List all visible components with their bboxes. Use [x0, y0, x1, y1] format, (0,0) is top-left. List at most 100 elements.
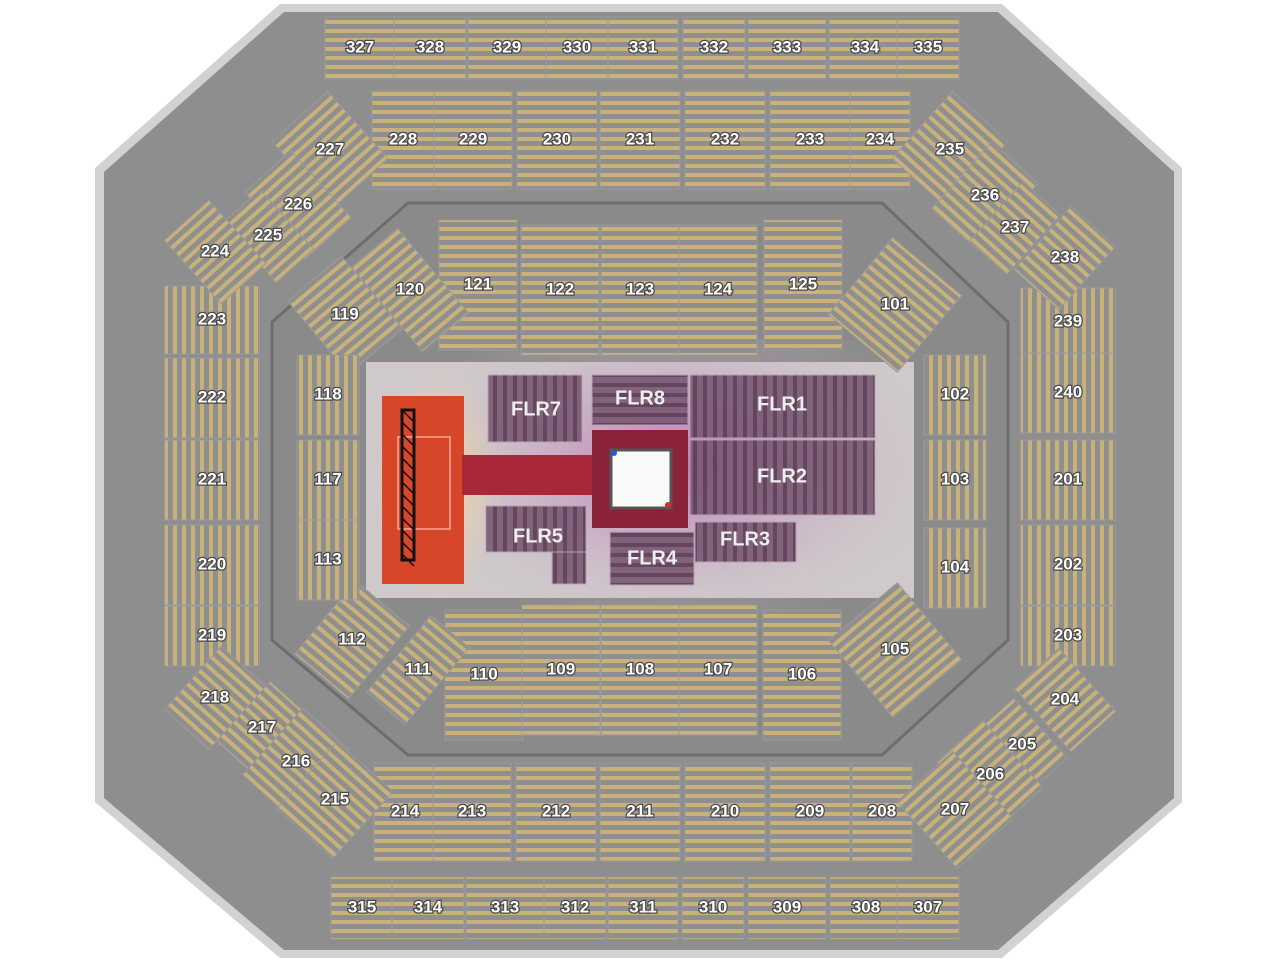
section-206[interactable]: 206 — [936, 720, 1044, 830]
section-205[interactable]: 205 — [975, 697, 1069, 793]
section-201[interactable]: 201 — [1020, 439, 1116, 521]
section-109[interactable]: 109 — [521, 604, 601, 736]
section-label: 210 — [711, 801, 739, 820]
section-102[interactable]: 102 — [923, 354, 987, 436]
section-315[interactable]: 315 — [330, 876, 394, 940]
section-232[interactable]: 232 — [684, 90, 766, 190]
section-229[interactable]: 229 — [433, 90, 513, 190]
section-238[interactable]: 238 — [1013, 205, 1117, 311]
section-112[interactable]: 112 — [293, 580, 411, 700]
section-seats — [1013, 647, 1117, 753]
section-221[interactable]: 221 — [164, 439, 260, 521]
section-seats — [769, 762, 851, 862]
section-313[interactable]: 313 — [465, 876, 545, 940]
section-label: 225 — [254, 225, 282, 244]
section-235[interactable]: 235 — [891, 90, 1009, 210]
section-335[interactable]: 335 — [896, 16, 960, 80]
section-236[interactable]: 236 — [931, 141, 1039, 251]
section-213[interactable]: 213 — [432, 762, 512, 862]
section-flr8[interactable]: FLR8 — [591, 374, 689, 426]
section-327[interactable]: 327 — [324, 16, 396, 80]
section-label: 219 — [198, 625, 226, 644]
section-101[interactable]: 101 — [827, 237, 963, 373]
section-227[interactable]: 227 — [271, 90, 389, 210]
section-110[interactable]: 110 — [444, 609, 524, 741]
section-329[interactable]: 329 — [467, 16, 547, 80]
section-flr3[interactable]: FLR3 — [694, 521, 797, 563]
section-228[interactable]: 228 — [371, 90, 435, 190]
section-314[interactable]: 314 — [391, 876, 465, 940]
section-230[interactable]: 230 — [516, 90, 598, 190]
section-312[interactable]: 312 — [543, 876, 607, 940]
section-104[interactable]: 104 — [923, 527, 987, 609]
section-231[interactable]: 231 — [599, 90, 681, 190]
section-118[interactable]: 118 — [296, 354, 360, 436]
section-210[interactable]: 210 — [684, 762, 766, 862]
section-333[interactable]: 333 — [747, 16, 827, 80]
section-328[interactable]: 328 — [393, 16, 467, 80]
section-226[interactable]: 226 — [244, 150, 352, 260]
section-203[interactable]: 203 — [1020, 605, 1116, 667]
section-122[interactable]: 122 — [520, 224, 600, 356]
section-208[interactable]: 208 — [851, 762, 913, 862]
section-223[interactable]: 223 — [164, 285, 260, 355]
section-220[interactable]: 220 — [164, 524, 260, 606]
section-237[interactable]: 237 — [968, 180, 1062, 276]
section-107[interactable]: 107 — [678, 604, 758, 736]
section-seats — [163, 199, 267, 305]
section-106[interactable]: 106 — [762, 609, 842, 741]
section-334[interactable]: 334 — [828, 16, 902, 80]
section-308[interactable]: 308 — [829, 876, 903, 940]
section-234[interactable]: 234 — [849, 90, 911, 190]
section-label: 332 — [700, 37, 728, 56]
section-105[interactable]: 105 — [827, 582, 963, 718]
section-flr1[interactable]: FLR1 — [689, 374, 876, 439]
section-111[interactable]: 111 — [366, 614, 470, 726]
section-202[interactable]: 202 — [1020, 524, 1116, 606]
section-flr7[interactable]: FLR7 — [487, 374, 583, 443]
section-209[interactable]: 209 — [769, 762, 851, 862]
section-seats — [827, 237, 963, 373]
section-222[interactable]: 222 — [164, 357, 260, 439]
section-121[interactable]: 121 — [438, 219, 518, 351]
section-113[interactable]: 113 — [296, 519, 360, 601]
section-331[interactable]: 331 — [607, 16, 679, 80]
section-103[interactable]: 103 — [923, 439, 987, 521]
section-124[interactable]: 124 — [678, 224, 758, 356]
section-seats — [599, 762, 681, 862]
section-label: 223 — [198, 309, 226, 328]
section-212[interactable]: 212 — [515, 762, 597, 862]
section-flr5[interactable]: FLR5 — [485, 505, 587, 585]
section-224[interactable]: 224 — [163, 199, 267, 305]
section-119[interactable]: 119 — [286, 255, 404, 375]
section-flr4[interactable]: FLR4 — [609, 531, 695, 586]
section-332[interactable]: 332 — [682, 16, 746, 80]
section-label: 314 — [414, 897, 443, 916]
section-label: 212 — [542, 801, 570, 820]
section-117[interactable]: 117 — [296, 439, 360, 521]
wrestling-ring-icon — [609, 448, 673, 510]
section-240[interactable]: 240 — [1020, 352, 1116, 434]
section-233[interactable]: 233 — [769, 90, 851, 190]
section-label: 313 — [491, 897, 519, 916]
section-307[interactable]: 307 — [896, 876, 960, 940]
section-flr2[interactable]: FLR2 — [689, 439, 876, 516]
section-204[interactable]: 204 — [1013, 647, 1117, 753]
section-214[interactable]: 214 — [373, 762, 437, 862]
section-239[interactable]: 239 — [1020, 287, 1116, 357]
section-label: 327 — [346, 37, 374, 56]
section-125[interactable]: 125 — [763, 219, 843, 351]
section-330[interactable]: 330 — [545, 16, 609, 80]
section-120[interactable]: 120 — [350, 227, 470, 353]
section-309[interactable]: 309 — [747, 876, 827, 940]
section-311[interactable]: 311 — [607, 876, 679, 940]
section-211[interactable]: 211 — [599, 762, 681, 862]
section-310[interactable]: 310 — [681, 876, 745, 940]
section-218[interactable]: 218 — [163, 645, 267, 751]
section-216[interactable]: 216 — [242, 707, 350, 817]
section-123[interactable]: 123 — [600, 224, 680, 356]
section-207[interactable]: 207 — [896, 750, 1014, 870]
section-219[interactable]: 219 — [164, 605, 260, 667]
section-215[interactable]: 215 — [276, 740, 394, 860]
section-108[interactable]: 108 — [600, 604, 680, 736]
